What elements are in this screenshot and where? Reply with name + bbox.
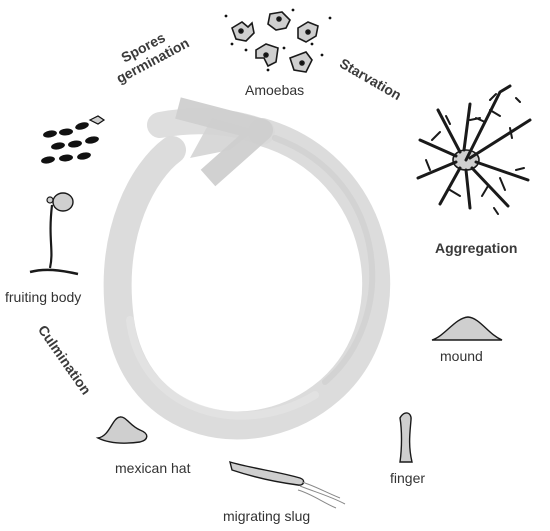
migrating-slug-illustration <box>229 460 346 509</box>
finger-illustration <box>399 412 413 463</box>
mexican-hat-illustration <box>95 416 148 444</box>
label-migrating-slug: migrating slug <box>223 508 311 524</box>
mound-illustration <box>431 316 503 341</box>
label-amoebas: Amoebas <box>245 82 305 98</box>
amoebas-illustration <box>224 8 332 73</box>
label-mexican-hat: mexican hat <box>115 460 191 476</box>
fruiting-body-illustration <box>29 192 79 276</box>
label-aggregation: Aggregation <box>435 240 518 256</box>
label-finger: finger <box>390 470 426 486</box>
cycle-arrow <box>103 108 391 440</box>
label-mound: mound <box>440 348 483 364</box>
aggregation-illustration <box>416 84 532 215</box>
spores-illustration <box>41 115 106 164</box>
label-fruiting-body: fruiting body <box>5 289 82 305</box>
